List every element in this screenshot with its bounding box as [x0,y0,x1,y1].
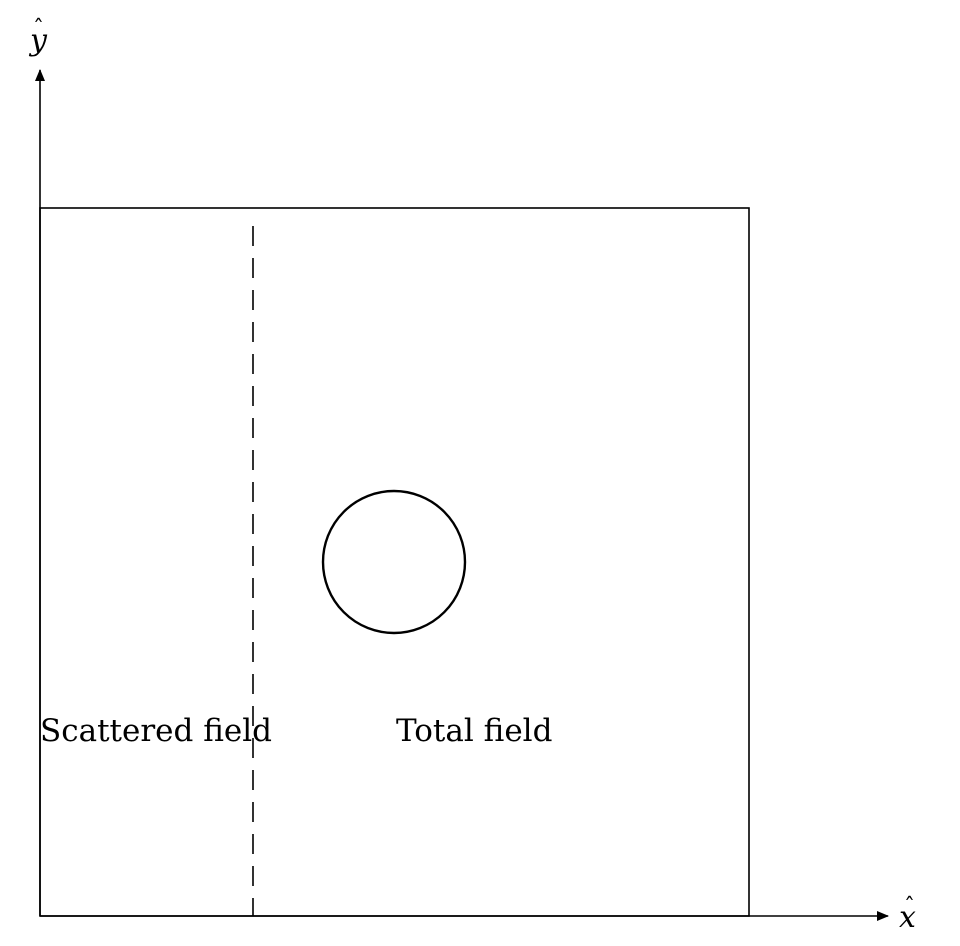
x-axis-label: x [899,900,916,935]
simulation-domain-box [39,207,750,917]
x-axis-hat: ˆ [904,895,915,920]
scatterer-circle [321,489,467,635]
y-axis-label: y [28,23,48,58]
total-field-label: Total field [396,713,552,749]
scattered-field-label: Scattered field [40,713,272,749]
y-axis-hat: ˆ [33,17,44,42]
